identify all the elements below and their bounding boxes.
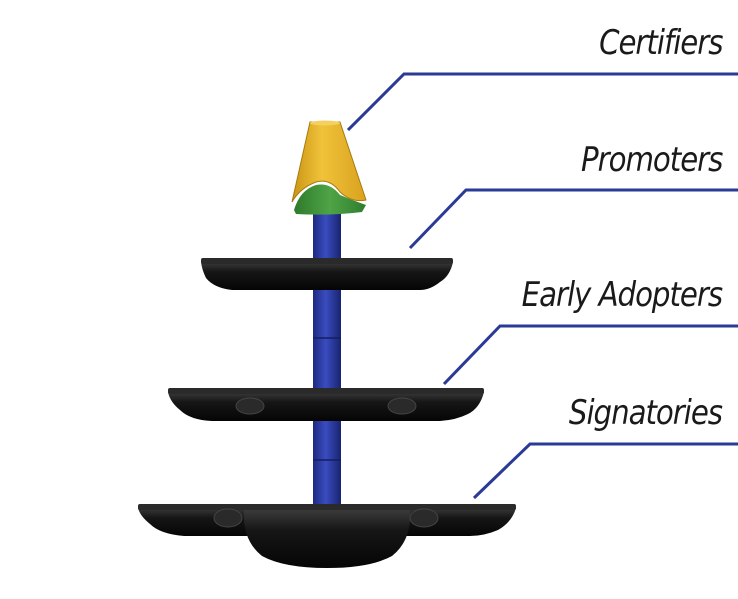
- promoters-label: Promoters: [580, 140, 723, 180]
- certifiers-cone: [291, 120, 367, 215]
- signatories-label: Signatories: [568, 393, 723, 433]
- signatories-leader-line: [472, 442, 738, 500]
- early-adopters-label: Early Adopters: [521, 275, 723, 315]
- leader-lines: [346, 72, 738, 500]
- early-adopters-tray: [168, 388, 484, 421]
- certifiers-leader-line: [346, 72, 738, 132]
- promoters-tray: [201, 258, 453, 290]
- early-adopters-leader-line: [442, 324, 738, 386]
- central-pole: [313, 210, 341, 510]
- signatories-tray: [138, 504, 516, 568]
- certifiers-label: Certifiers: [598, 23, 723, 63]
- promoters-leader-line: [408, 188, 738, 250]
